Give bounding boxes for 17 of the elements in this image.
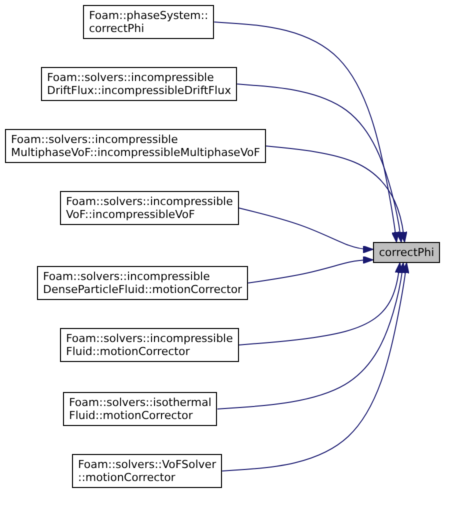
arrow — [266, 146, 408, 242]
caller-box: Foam::solvers::incompressible DenseParticleFluid::motionCorrector — [37, 266, 248, 300]
arrow — [214, 22, 400, 242]
caller-box: Foam::phaseSystem:: correctPhi — [83, 5, 214, 39]
caller-box: Foam::solvers::VoFSolver ::motionCorrector — [72, 454, 222, 488]
caller-box: Foam::solvers::incompressible Fluid::motionCorrector — [60, 328, 239, 362]
arrow — [236, 84, 404, 242]
arrow — [238, 262, 403, 346]
arrow — [222, 262, 410, 472]
function-box: correctPhi — [373, 242, 440, 263]
arrow — [238, 208, 374, 254]
caller-box: Foam::solvers::incompressible DriftFlux::incompressibleDriftFlux — [41, 67, 238, 101]
arrow — [216, 262, 406, 410]
caller-box: Foam::solvers::incompressible MultiphaseVoF::incompressibleMultiphaseVoF — [5, 129, 266, 163]
caller-box: Foam::solvers::incompressible VoF::incompressibleVoF — [60, 191, 239, 225]
caller-box: Foam::solvers::isothermal Fluid::motionCorrector — [63, 392, 218, 426]
arrow — [248, 256, 374, 284]
